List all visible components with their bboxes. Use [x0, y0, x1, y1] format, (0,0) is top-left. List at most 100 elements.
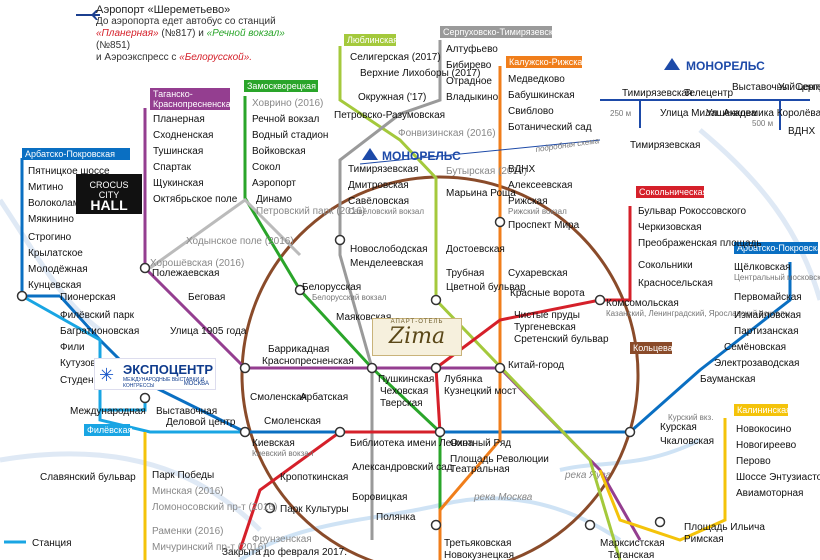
- svg-text:ВДНХ: ВДНХ: [508, 164, 535, 175]
- svg-text:Китай-город: Китай-город: [508, 360, 564, 371]
- svg-text:Багратионовская: Багратионовская: [60, 326, 139, 337]
- svg-text:Мичуринский пр-т (2016): Мичуринский пр-т (2016): [152, 542, 267, 553]
- svg-text:Фонвизинская (2016): Фонвизинская (2016): [398, 128, 496, 139]
- svg-text:Семёновская: Семёновская: [724, 342, 786, 353]
- svg-text:Алтуфьево: Алтуфьево: [446, 43, 498, 55]
- svg-text:Таганская: Таганская: [608, 550, 654, 560]
- line-tag-bg: [734, 242, 818, 254]
- svg-text:Римская: Римская: [684, 534, 724, 545]
- svg-text:Щукинская: Щукинская: [153, 178, 204, 189]
- line-tag-label: Филёвская: [87, 425, 132, 435]
- station-nodes: [16, 216, 666, 531]
- airport-belorusskaya: «Белорусской».: [179, 52, 253, 63]
- svg-text:Отрадное: Отрадное: [446, 76, 492, 87]
- line-tag-bg: [630, 342, 672, 354]
- zima-hotel-logo[interactable]: АПАРТ-ОТЕЛЬ Zima: [372, 318, 462, 356]
- svg-text:Маяковская: Маяковская: [336, 312, 391, 323]
- svg-text:Щёлковская: Щёлковская: [734, 262, 791, 273]
- svg-text:Раменки (2016): Раменки (2016): [152, 526, 224, 537]
- svg-text:Александровский сад: Александровский сад: [352, 462, 453, 473]
- monorail-detailed-link: подробная схема: [535, 136, 600, 154]
- crocus-line2: CITY: [98, 190, 120, 200]
- svg-text:Менделеевская: Менделеевская: [350, 258, 423, 269]
- svg-text:Бибирево: Бибирево: [446, 59, 492, 71]
- line-tag-label: Кольцевая: [633, 343, 678, 353]
- svg-text:Станция: Станция: [32, 538, 72, 549]
- line-tag-bg: [150, 88, 230, 110]
- svg-text:Минская (2016): Минская (2016): [152, 486, 224, 497]
- line-tag-label: Сокольническая: [639, 187, 708, 197]
- background-lines: [0, 128, 820, 532]
- svg-text:Верхние Лихоборы (2017): Верхние Лихоборы (2017): [360, 67, 480, 79]
- serpukh-mid-stations: Тимирязевская Дмитровская Савёловская Са…: [348, 164, 526, 523]
- svg-text:Волоколамская: Волоколамская: [28, 198, 100, 209]
- svg-text:Молодёжная: Молодёжная: [28, 264, 88, 275]
- monorail-logo-right: МОНОРЕЛЬС: [686, 59, 765, 73]
- svg-text:Беговая: Беговая: [188, 292, 225, 303]
- svg-text:Савёловская: Савёловская: [348, 196, 409, 207]
- zamosk-line: [243, 96, 442, 560]
- line-tag-bg: [22, 148, 130, 160]
- svg-text:Савёловский вокзал: Савёловский вокзал: [348, 207, 424, 216]
- svg-text:Тимирязевская: Тимирязевская: [622, 88, 692, 99]
- svg-text:Бабушкинская: Бабушкинская: [508, 89, 575, 101]
- svg-text:Комсомольская: Комсомольская: [606, 298, 679, 309]
- svg-text:Ботанический сад: Ботанический сад: [508, 122, 592, 133]
- svg-text:Проспект Мира: Проспект Мира: [508, 220, 580, 231]
- svg-text:Курская: Курская: [660, 422, 697, 433]
- line-tag-label: Арбатско-Покровская: [737, 243, 820, 253]
- planned-line: [149, 198, 302, 270]
- svg-text:Филёвский парк: Филёвский парк: [60, 310, 135, 321]
- line-tag-sokol: Сокольническая: [636, 186, 708, 198]
- svg-text:Сходненская: Сходненская: [153, 130, 213, 141]
- svg-text:Закрыта до февраля 2017.: Закрыта до февраля 2017.: [222, 546, 347, 558]
- svg-text:Кузнецкий мост: Кузнецкий мост: [444, 386, 517, 397]
- svg-text:Чистые пруды: Чистые пруды: [514, 310, 580, 321]
- airplane-icon: [76, 10, 100, 20]
- airport-line3: и Аэроэкспресс с «Белорусской».: [96, 52, 306, 64]
- kaluzh-stations: Медведково Бабушкинская Свиблово Ботанич…: [444, 74, 592, 549]
- svg-text:Фили: Фили: [60, 342, 85, 353]
- svg-text:Бульвар Рокоссовского: Бульвар Рокоссовского: [638, 206, 746, 217]
- svg-text:Славянский бульвар: Славянский бульвар: [40, 471, 136, 483]
- svg-text:Арбатская: Арбатская: [300, 391, 348, 403]
- arbatsko-right-stations: Щёлковская Центральный московский автово…: [700, 262, 820, 385]
- svg-text:Международная: Международная: [70, 406, 146, 417]
- svg-text:Библиотека имени Ленина: Библиотека имени Ленина: [350, 437, 474, 449]
- svg-text:Бутырская (2016): Бутырская (2016): [446, 166, 527, 177]
- expocentre-logo[interactable]: ✳ ЭКСПОЦЕНТР МЕЖДУНАРОДНЫЕ ВЫСТАВКИ И КО…: [94, 358, 216, 390]
- expocentre-star-icon: ✳: [99, 365, 115, 385]
- crocus-city-hall-logo[interactable]: CROCUS CITY HALL: [76, 174, 142, 214]
- svg-text:Боровицкая: Боровицкая: [352, 492, 407, 503]
- svg-text:Пятницкое шоссе: Пятницкое шоссе: [28, 166, 110, 177]
- line-tag-label: Серпуховско-Тимирязевская: [443, 27, 563, 37]
- svg-text:Парк Победы: Парк Победы: [152, 469, 214, 481]
- metro-lines: [20, 40, 792, 560]
- svg-text:Рижский вокзал: Рижский вокзал: [508, 207, 567, 216]
- line-tag-filevskaya: Филёвская: [84, 424, 132, 436]
- koltsevaya-line: [240, 175, 640, 560]
- line-tag-bg: [506, 56, 582, 68]
- line-tag-taganskaya: Таганско-Краснопресненская: [150, 88, 236, 110]
- line-tag-bg: [84, 424, 130, 436]
- svg-text:Белорусская: Белорусская: [302, 282, 361, 293]
- zamosk-stations: Ховрино (2016) Речной вокзал Водный стад…: [252, 98, 365, 217]
- svg-text:Перово: Перово: [736, 456, 771, 467]
- svg-text:Достоевская: Достоевская: [446, 244, 505, 255]
- svg-text:Тургеневская: Тургеневская: [514, 322, 576, 333]
- svg-text:Новокузнецкая: Новокузнецкая: [444, 550, 514, 560]
- svg-text:Первомайская: Первомайская: [734, 292, 802, 303]
- svg-text:Киевский вокзал: Киевский вокзал: [252, 449, 314, 458]
- line-tag-bg: [344, 34, 396, 46]
- svg-text:Цветной бульвар: Цветной бульвар: [446, 281, 526, 293]
- svg-text:Тимирязевская: Тимирязевская: [630, 140, 700, 151]
- svg-text:Владыкино: Владыкино: [446, 92, 499, 103]
- svg-text:Рижская: Рижская: [508, 196, 548, 207]
- svg-text:Петровский парк (2016): Петровский парк (2016): [256, 206, 365, 217]
- svg-text:Бауманская: Бауманская: [700, 374, 755, 385]
- svg-text:Марксистская: Марксистская: [600, 538, 665, 549]
- svg-text:Ломоносовский пр-т (2016): Ломоносовский пр-т (2016): [152, 502, 277, 513]
- svg-text:Улица 1905 года: Улица 1905 года: [170, 326, 247, 337]
- svg-text:Мякинино: Мякинино: [28, 214, 74, 225]
- serpukh-top-stations: Алтуфьево Бибирево Отрадное Владыкино: [446, 43, 499, 103]
